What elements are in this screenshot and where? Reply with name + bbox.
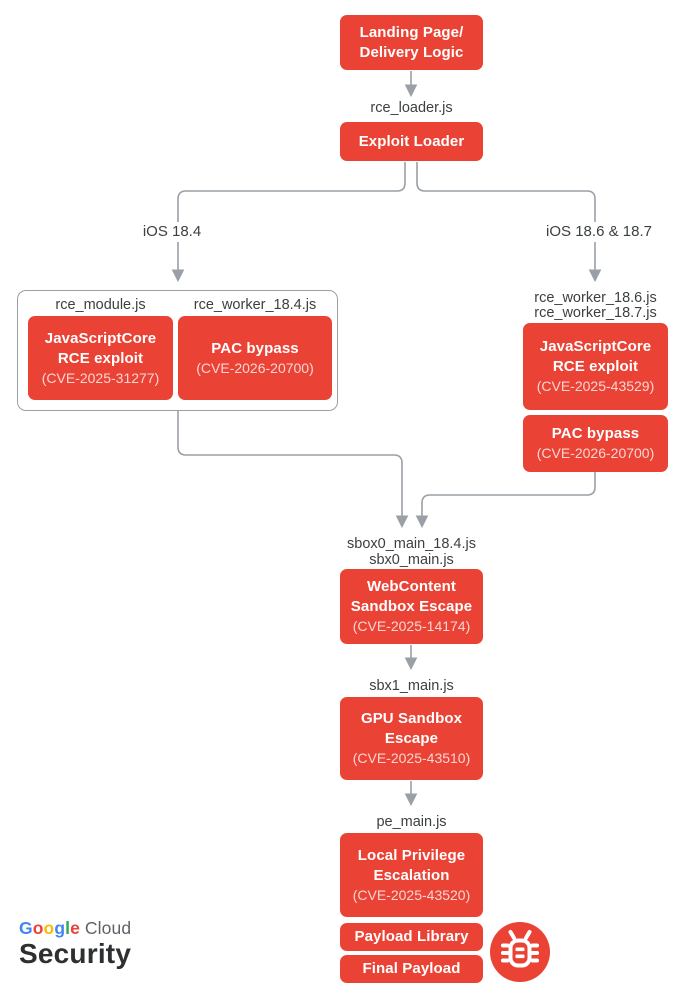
cloud-wordmark: Cloud <box>84 918 132 938</box>
google-letter-l: l <box>65 918 71 938</box>
node-local-privilege-escalation: Local Privilege Escalation (CVE-2025-435… <box>340 833 483 917</box>
node-webcontent-title: WebContent Sandbox Escape <box>350 578 473 615</box>
file-label-sbox0-main-18-4: sbox0_main_18.4.js <box>347 536 476 552</box>
file-label-pe-main: pe_main.js <box>376 814 447 830</box>
node-payload-library-title: Payload Library <box>354 928 469 945</box>
node-exploit-loader: Exploit Loader <box>340 122 483 161</box>
branch-label-ios-18-6-18-7: iOS 18.6 & 18.7 <box>539 222 659 242</box>
file-label-rce-loader: rce_loader.js <box>370 100 453 116</box>
node-pac-bypass-right: PAC bypass (CVE-2026-20700) <box>523 415 668 472</box>
node-webcontent-cve: (CVE-2025-14174) <box>352 618 471 634</box>
node-pac-bypass-right-cve: (CVE-2026-20700) <box>536 445 655 461</box>
node-gpu-cve: (CVE-2025-43510) <box>352 750 471 766</box>
node-final-payload-title: Final Payload <box>362 960 461 977</box>
node-final-payload: Final Payload <box>340 955 483 983</box>
node-jsc-rce-exploit-left-cve: (CVE-2025-31277) <box>41 369 160 386</box>
google-letter-o1: o <box>32 918 44 938</box>
node-jsc-rce-exploit-left-title: JavaScriptCore RCE exploit <box>44 329 157 367</box>
node-landing-page: Landing Page/ Delivery Logic <box>340 15 483 70</box>
node-webcontent-sandbox-escape: WebContent Sandbox Escape (CVE-2025-1417… <box>340 569 483 644</box>
google-letter-o2: o <box>43 918 55 938</box>
google-letter-e: e <box>70 918 80 938</box>
node-lpe-title: Local Privilege Escalation <box>357 846 466 884</box>
arrow-branch-right <box>416 162 602 283</box>
node-jsc-rce-exploit-right-cve: (CVE-2025-43529) <box>536 378 655 394</box>
node-lpe-cve: (CVE-2025-43520) <box>352 886 471 903</box>
security-wordmark: Security <box>19 938 132 969</box>
bug-icon <box>490 922 550 982</box>
google-letter-g2: g <box>54 918 66 938</box>
node-pac-bypass-left-title: PAC bypass <box>211 339 299 357</box>
node-gpu-title: GPU Sandbox Escape <box>360 710 463 747</box>
file-label-rce-worker-18-7: rce_worker_18.7.js <box>534 305 657 321</box>
node-landing-page-title: Landing Page/ Delivery Logic <box>359 23 464 61</box>
arrow-converge-right <box>415 472 596 529</box>
node-jsc-rce-exploit-left: JavaScriptCore RCE exploit (CVE-2025-312… <box>28 316 173 400</box>
node-exploit-loader-title: Exploit Loader <box>358 132 465 150</box>
node-pac-bypass-left-cve: (CVE-2026-20700) <box>196 359 314 376</box>
node-jsc-rce-exploit-right-title: JavaScriptCore RCE exploit <box>539 338 652 375</box>
node-payload-library: Payload Library <box>340 923 483 951</box>
branch-label-ios-18-4: iOS 18.4 <box>135 222 209 242</box>
google-letter-g: G <box>19 918 33 938</box>
node-gpu-sandbox-escape: GPU Sandbox Escape (CVE-2025-43510) <box>340 697 483 780</box>
file-label-sbx1-main: sbx1_main.js <box>369 678 454 694</box>
file-label-rce-module: rce_module.js <box>55 297 146 313</box>
file-label-rce-worker-18-6: rce_worker_18.6.js <box>534 290 657 306</box>
node-jsc-rce-exploit-right: JavaScriptCore RCE exploit (CVE-2025-435… <box>523 323 668 410</box>
file-label-sbx0-main: sbx0_main.js <box>369 552 454 568</box>
arrow-converge-left <box>177 411 409 529</box>
arrow-branch-left <box>171 162 406 283</box>
node-pac-bypass-right-title: PAC bypass <box>551 425 640 442</box>
node-pac-bypass-left: PAC bypass (CVE-2026-20700) <box>178 316 332 400</box>
file-label-rce-worker-18-4: rce_worker_18.4.js <box>193 297 317 313</box>
